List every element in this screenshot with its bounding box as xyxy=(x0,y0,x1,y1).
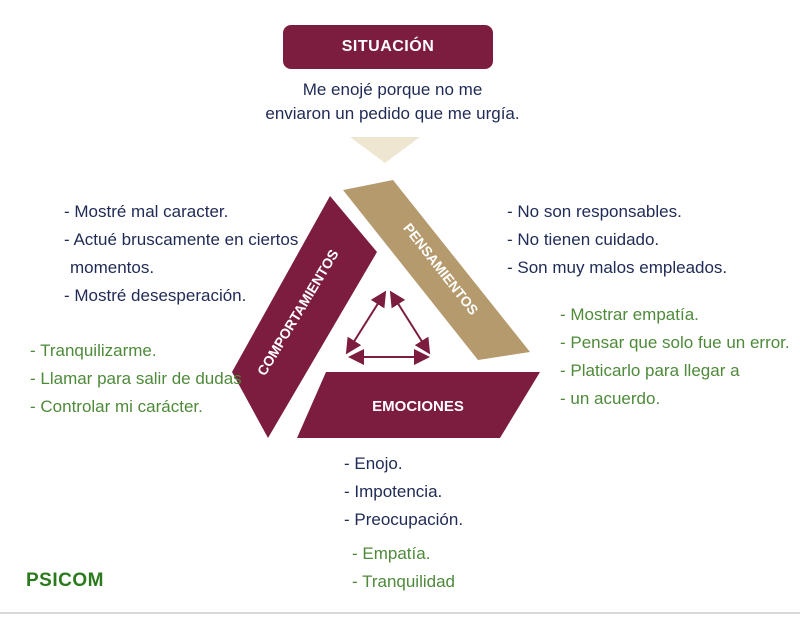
situation-line: enviaron un pedido que me urgía. xyxy=(265,104,520,123)
comportamientos-alternatives: - Tranquilizarme. - Llamar para salir de… xyxy=(30,337,242,421)
list-item: - Mostré mal caracter. xyxy=(64,202,229,221)
emociones-alternatives: - Empatía. - Tranquilidad xyxy=(352,540,455,596)
list-item: - Impotencia. xyxy=(344,482,443,501)
comportamientos-bar xyxy=(232,196,377,438)
list-item: - Controlar mi carácter. xyxy=(30,397,203,416)
list-item: - Pensar que solo fue un error. xyxy=(560,333,790,352)
list-item: - Preocupación. xyxy=(344,510,464,529)
list-item: momentos. xyxy=(70,258,155,277)
emociones-bar xyxy=(297,372,540,438)
bottom-divider xyxy=(0,612,800,614)
list-item: - Tranquilizarme. xyxy=(30,341,157,360)
list-item: - Platicarlo para llegar a xyxy=(560,361,740,380)
list-item: - No son responsables. xyxy=(507,202,682,221)
list-item: - Tranquilidad xyxy=(352,572,456,591)
situation-title: SITUACIÓN xyxy=(341,38,435,55)
pensamientos-alternatives: - Mostrar empatía. - Pensar que solo fue… xyxy=(560,301,790,413)
brand-logo: PSICOM xyxy=(26,570,104,591)
pensamientos-list: - No son responsables. - No tienen cuida… xyxy=(507,198,727,282)
list-item: - Enojo. xyxy=(344,454,403,473)
list-item: - Mostrar empatía. xyxy=(560,305,699,324)
emociones-label: EMOCIONES xyxy=(372,398,464,415)
emociones-list: - Enojo. - Impotencia. - Preocupación. xyxy=(344,450,463,534)
down-arrow-icon xyxy=(350,137,420,163)
list-item: - Llamar para salir de dudas xyxy=(30,369,242,388)
list-item: - Empatía. xyxy=(352,544,431,563)
situation-header: SITUACIÓN xyxy=(283,25,493,69)
list-item: - Mostré desesperación. xyxy=(64,286,247,305)
situation-description: Me enojé porque no me enviaron un pedido… xyxy=(250,78,535,126)
inner-arrow-left xyxy=(345,290,387,355)
list-item: - Actué bruscamente en ciertos xyxy=(64,230,299,249)
list-item: - un acuerdo. xyxy=(560,389,661,408)
pensamientos-bar xyxy=(343,180,530,360)
comportamientos-list: - Mostré mal caracter. - Actué bruscamen… xyxy=(64,198,298,310)
situation-line: Me enojé porque no me xyxy=(302,80,483,99)
list-item: - No tienen cuidado. xyxy=(507,230,660,249)
list-item: - Son muy malos empleados. xyxy=(507,258,728,277)
inner-arrow-right xyxy=(389,290,431,355)
